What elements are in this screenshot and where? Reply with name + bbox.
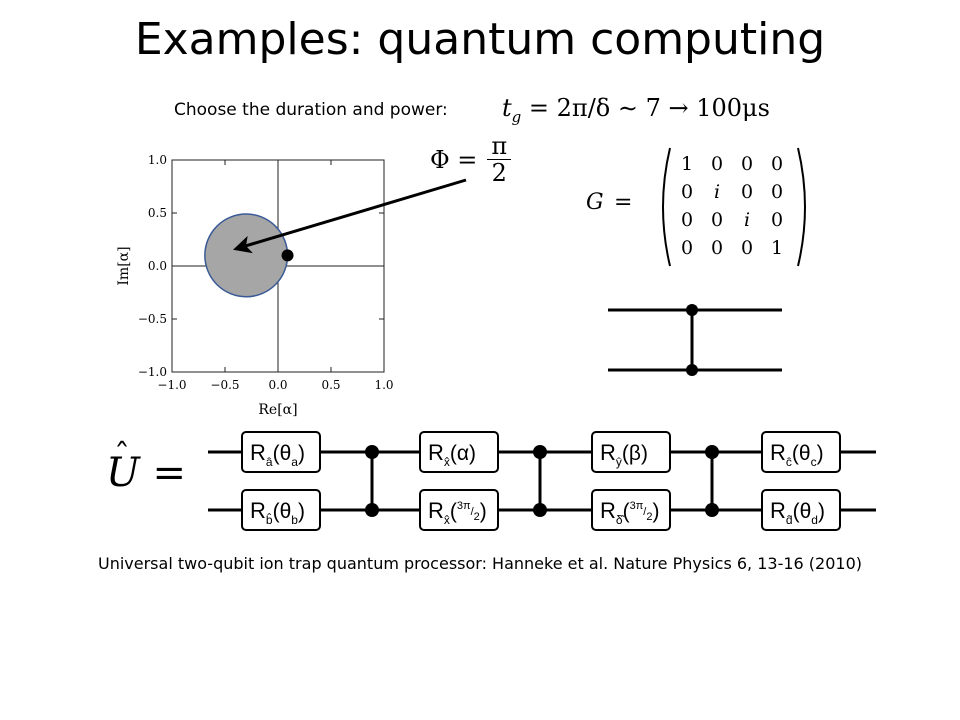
gate-label: Rx̂(3π/2) — [428, 498, 487, 527]
matrix-cell: i — [743, 209, 751, 231]
plot-y-tick-labels: 1.0 0.5 0.0 −0.5 −1.0 — [138, 153, 167, 379]
matrix-cell: i — [713, 181, 721, 203]
phase-space-plot: −1.0 −0.5 0.0 0.5 1.0 1.0 0.5 0.0 −0.5 −1.0 Re[α… — [116, 153, 394, 418]
rotation-gate — [241, 489, 321, 531]
rotation-gate — [591, 489, 671, 531]
matrix-cell: 0 — [740, 237, 754, 259]
matrix-cell: 1 — [680, 153, 694, 175]
matrix-table: 1 0 0 0 0 i 0 0 0 0 i 0 0 0 0 1 — [672, 150, 792, 262]
initial-state-dot — [281, 249, 294, 262]
plot-ticks — [171, 159, 385, 373]
control-dot — [533, 445, 547, 459]
gate-time-value: = 2π/δ ∼ 7 → 100μs — [528, 94, 770, 122]
gate-label: Rx̂(α) — [428, 440, 476, 469]
unitary-equals: = — [152, 450, 186, 496]
phase-numerator: π — [487, 133, 512, 161]
circuit-controls — [365, 445, 719, 517]
matrix-cell: 0 — [680, 181, 694, 203]
plot-y-tick-label: 0.0 — [148, 259, 167, 273]
matrix-cell: 0 — [710, 153, 724, 175]
rotation-gate — [241, 431, 321, 473]
plot-y-label: Im[α] — [116, 246, 132, 285]
duration-label: Choose the duration and power: — [174, 100, 448, 120]
matrix-cell: 0 — [740, 181, 754, 203]
matrix-cell: 0 — [770, 181, 784, 203]
gate-label: Rĉ(θc) — [770, 440, 824, 469]
matrix-body: 1 0 0 0 0 i 0 0 0 0 i 0 0 0 0 1 — [654, 146, 806, 268]
matrix-cell: 0 — [710, 209, 724, 231]
cz-top-dot — [686, 304, 698, 316]
matrix-row: 0 0 0 1 — [672, 234, 792, 262]
controlled-z-symbol — [608, 304, 782, 376]
control-dot — [533, 503, 547, 517]
plot-x-label: Re[α] — [258, 402, 297, 418]
plot-y-tick-label: −1.0 — [138, 365, 167, 379]
plot-x-tick-label: 1.0 — [374, 378, 393, 392]
matrix-row: 1 0 0 0 — [672, 150, 792, 178]
control-dot — [365, 445, 379, 459]
rotation-gate — [761, 431, 841, 473]
matrix-label: G — [586, 190, 604, 215]
matrix-cell: 0 — [740, 153, 754, 175]
matrix-cell: 0 — [770, 153, 784, 175]
plot-x-tick-label: 0.5 — [321, 378, 340, 392]
citation-caption: Universal two-qubit ion trap quantum pro… — [97, 554, 862, 573]
matrix-right-paren — [797, 147, 806, 267]
matrix-cell: 0 — [680, 237, 694, 259]
plot-x-tick-label: 0.0 — [268, 378, 287, 392]
slide-title: Examples: quantum computing — [134, 14, 826, 65]
plot-y-tick-label: 0.5 — [148, 206, 167, 220]
phase-lhs: Φ = — [430, 145, 478, 174]
control-dot — [705, 503, 719, 517]
gate-label: Rδ̂(3π/2) — [600, 498, 659, 527]
gate-time-equation: tg = 2π/δ ∼ 7 → 100μs — [502, 94, 770, 127]
cz-bottom-dot — [686, 364, 698, 376]
gate-time-symbol: t — [502, 94, 512, 122]
matrix-equals: = — [614, 190, 633, 215]
phase-fraction: π 2 — [487, 133, 512, 188]
matrix-row: 0 0 i 0 — [672, 206, 792, 234]
gate-label: Râ(θa) — [250, 440, 305, 469]
gate-time-subscript: g — [511, 107, 522, 126]
rotation-gate — [761, 489, 841, 531]
rotation-gate — [419, 489, 499, 531]
gate-sequence-circuit: Râ(θa) Rx̂(α) Rŷ(β) Rĉ(θc) Rb̂(θb) Rx̂(3π/2) R… — [208, 431, 876, 531]
control-dot — [705, 445, 719, 459]
matrix-cell: 0 — [770, 209, 784, 231]
gate-label: Rb̂(θb) — [250, 498, 305, 527]
matrix-cell: 0 — [710, 237, 724, 259]
circuit-gates: Râ(θa) Rx̂(α) Rŷ(β) Rĉ(θc) Rb̂(θb) Rx̂(3π/2) R… — [241, 431, 841, 531]
control-dot — [365, 503, 379, 517]
rotation-gate — [419, 431, 499, 473]
matrix-cell: 0 — [680, 209, 694, 231]
phase-equation: Φ = π 2 — [430, 133, 512, 188]
matrix-row: 0 i 0 0 — [672, 178, 792, 206]
matrix-cell: 1 — [770, 237, 784, 259]
rotation-gate — [591, 431, 671, 473]
gate-label: Rŷ(β) — [600, 440, 648, 469]
matrix-left-paren — [662, 147, 671, 267]
plot-y-tick-label: 1.0 — [148, 153, 167, 167]
plot-x-tick-label: −0.5 — [210, 378, 239, 392]
plot-x-tick-labels: −1.0 −0.5 0.0 0.5 1.0 — [157, 378, 393, 392]
gate-label: Rd̂(θd) — [770, 498, 825, 527]
phase-denominator: 2 — [491, 159, 507, 188]
gate-matrix: G = 1 0 0 0 0 i 0 0 0 0 i 0 0 — [586, 146, 816, 268]
unitary-symbol: U — [106, 450, 140, 496]
plot-y-tick-label: −0.5 — [138, 312, 167, 326]
unitary-hat: ˆ — [114, 436, 130, 474]
coherent-state-disk — [204, 213, 289, 298]
plot-x-tick-label: −1.0 — [157, 378, 186, 392]
